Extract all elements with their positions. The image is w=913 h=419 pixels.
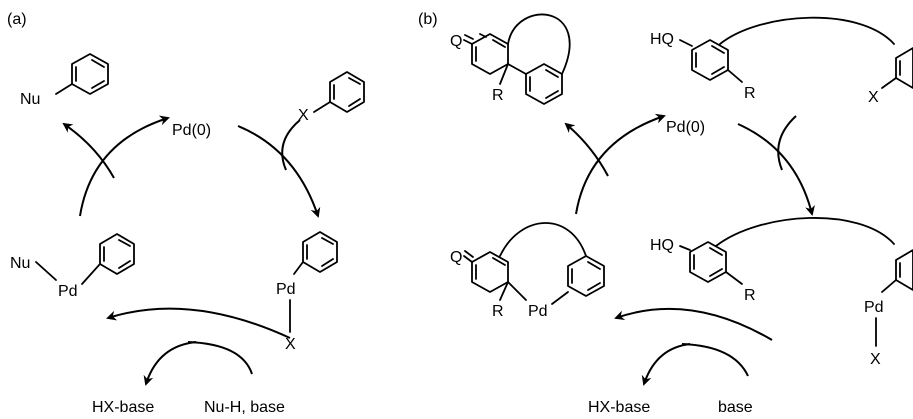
panel-b: (b) Q R Pd(0) HQ R [418,11,913,416]
substrate-b-structure: HQ R X [650,16,913,106]
complex-b-hq: HQ [650,237,674,254]
panel-a: (a) Nu Pd(0) X Pd [7,11,365,416]
reagent-curl-a [187,341,253,375]
intermediate-b-structure: Q R Pd [450,222,605,320]
transmetalation-arrow-a [106,307,291,339]
product-a-nu: Nu [20,91,40,108]
substrate-b-r: R [744,85,756,102]
intermediate-b-r: R [492,303,504,320]
catalyst-b: Pd(0) [666,119,705,136]
reagent-b: base [718,399,753,416]
oxidative-addition-arrow-a [237,125,321,218]
byproduct-curl-a [143,341,197,386]
substrate-b-hq: HQ [650,31,674,48]
oxidative-addition-complex-b: HQ R Pd X [650,217,913,368]
complex-a-x: X [285,336,296,353]
reductive-elimination-arrow-a [79,115,170,217]
substrate-incoming-curl-a [281,119,301,171]
product-b-r: R [492,87,504,104]
product-b-structure: Q R [450,13,571,105]
byproduct-a: HX-base [92,399,154,416]
product-a-structure: Nu [20,53,109,108]
product-release-curl-a [62,122,115,179]
byproduct-b: HX-base [588,399,650,416]
intermediate-a-pd: Pd [58,283,78,300]
reductive-elimination-arrow-b [575,113,666,215]
complex-a-pd: Pd [276,281,296,298]
deprotonation-arrow-b [614,307,773,341]
complex-b-x: X [870,351,881,368]
oxidative-addition-complex-a: Pd X [276,231,338,353]
substrate-incoming-curl-b [777,115,797,171]
oxidative-addition-arrow-b [737,123,815,216]
panel-b-label: (b) [418,11,438,28]
substrate-b-x: X [868,89,879,106]
intermediate-b-q: Q [450,249,462,266]
reagent-a: Nu-H, base [204,399,285,416]
substrate-a-structure: X [298,71,365,124]
catalyst-a: Pd(0) [172,122,211,139]
product-b-q: Q [450,33,462,50]
byproduct-curl-b [641,343,691,386]
intermediate-a-nu: Nu [10,255,30,272]
product-release-curl-b [564,122,609,177]
substrate-a-x: X [298,107,309,124]
intermediate-b-pd: Pd [528,303,548,320]
panel-a-label: (a) [7,11,27,28]
intermediate-a-structure: Nu Pd [10,233,135,300]
reagent-curl-b [681,343,749,377]
complex-b-pd: Pd [864,299,884,316]
complex-b-r: R [744,287,756,304]
